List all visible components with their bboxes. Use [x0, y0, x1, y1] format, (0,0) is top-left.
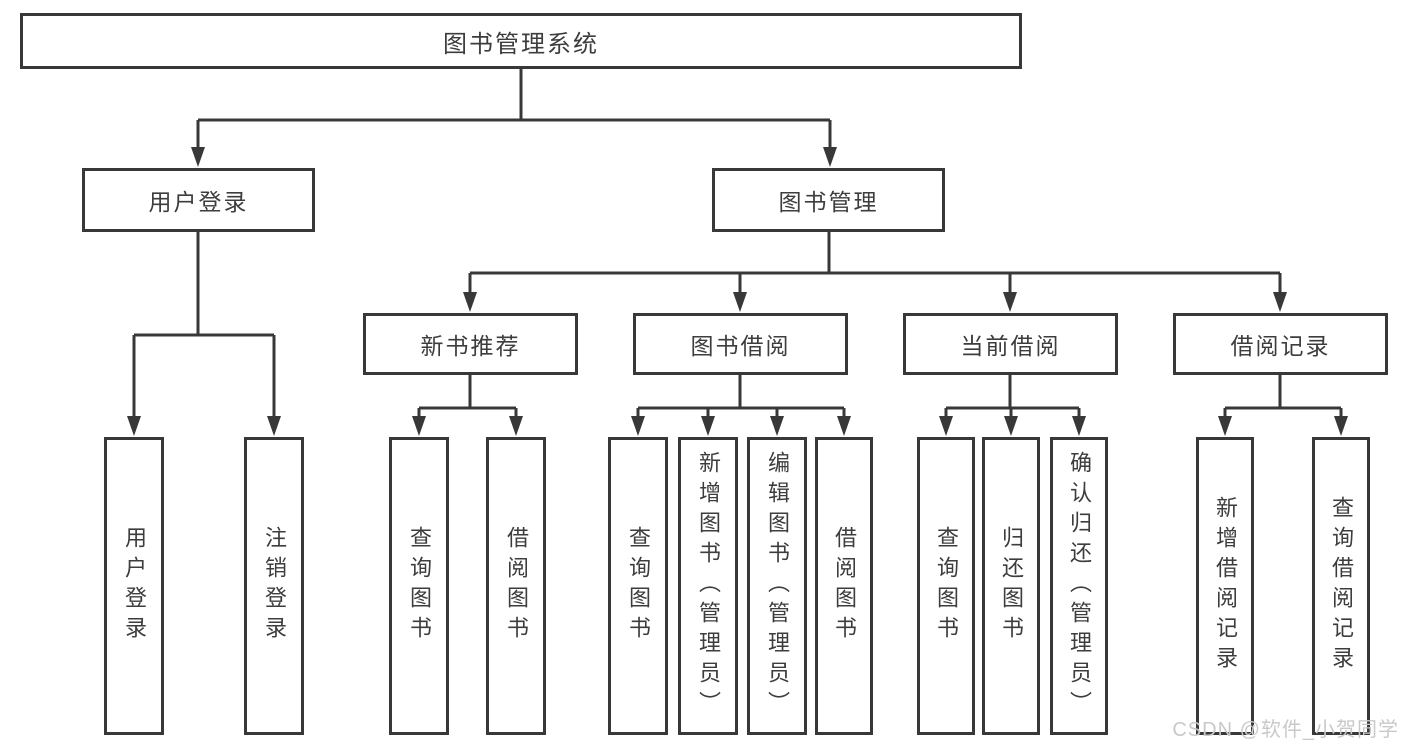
- arrowheads: [127, 147, 1348, 436]
- node-user-login: 用户登录: [82, 168, 315, 232]
- node-label: 图书管理系统: [443, 30, 599, 58]
- node-label: 新增借阅记录: [1213, 496, 1238, 676]
- node-label: 确认归还（管理员）: [1067, 451, 1092, 721]
- leaf-logout: 注销登录: [244, 437, 304, 735]
- node-label: 用户登录: [122, 526, 147, 646]
- node-root-library-management-system: 图书管理系统: [20, 13, 1022, 69]
- leaf-user-login: 用户登录: [104, 437, 164, 735]
- node-label: 用户登录: [148, 189, 249, 215]
- tree-edges: [132, 69, 1343, 419]
- leaf-query-borrow-record: 查询借阅记录: [1312, 437, 1370, 735]
- leaf-edit-books-admin: 编辑图书（管理员）: [747, 437, 807, 735]
- node-label: 查询图书: [407, 526, 432, 646]
- node-label: 当前借阅: [960, 333, 1061, 359]
- node-label: 借阅图书: [504, 526, 529, 646]
- node-label: 编辑图书（管理员）: [765, 451, 790, 721]
- node-new-book-recommendation: 新书推荐: [363, 313, 578, 375]
- leaf-confirm-return-admin: 确认归还（管理员）: [1050, 437, 1108, 735]
- node-label: 借阅图书: [832, 526, 857, 646]
- leaf-return-books: 归还图书: [982, 437, 1040, 735]
- node-book-borrowing: 图书借阅: [633, 313, 848, 375]
- node-label: 新书推荐: [420, 333, 521, 359]
- node-label: 新增图书（管理员）: [696, 451, 721, 721]
- leaf-borrow-books: 借阅图书: [815, 437, 873, 735]
- node-label: 借阅记录: [1230, 333, 1331, 359]
- node-label: 查询图书: [934, 526, 959, 646]
- csdn-watermark: CSDN @软件_小贺同学: [1172, 719, 1399, 741]
- node-label: 图书管理: [778, 189, 879, 215]
- leaf-query-books-recommend: 查询图书: [389, 437, 449, 735]
- leaf-add-borrow-record: 新增借阅记录: [1196, 437, 1254, 735]
- node-label: 归还图书: [999, 526, 1024, 646]
- node-borrowing-records: 借阅记录: [1173, 313, 1388, 375]
- leaf-add-books-admin: 新增图书（管理员）: [678, 437, 738, 735]
- node-label: 注销登录: [262, 526, 287, 646]
- leaf-query-books-borrow: 查询图书: [608, 437, 668, 735]
- node-book-management: 图书管理: [712, 168, 945, 232]
- node-label: 图书借阅: [690, 333, 791, 359]
- leaf-query-books-current: 查询图书: [917, 437, 975, 735]
- node-current-borrowing: 当前借阅: [903, 313, 1118, 375]
- node-label: 查询借阅记录: [1329, 496, 1354, 676]
- leaf-borrow-books-recommend: 借阅图书: [486, 437, 546, 735]
- node-label: 查询图书: [626, 526, 651, 646]
